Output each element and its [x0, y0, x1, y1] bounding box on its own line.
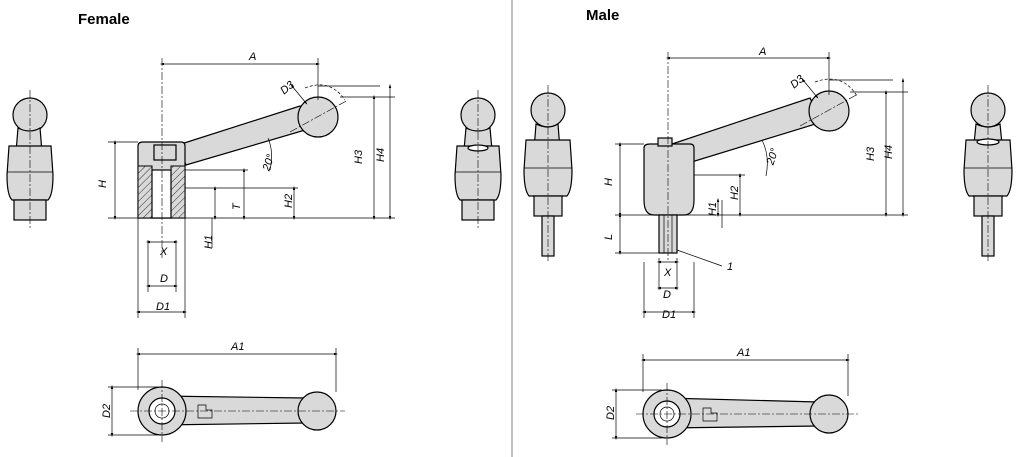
- female-panel: Female: [6, 11, 502, 442]
- male-label-D2: D2: [605, 406, 617, 420]
- male-label-H: H: [603, 178, 615, 186]
- female-label-D: D: [160, 273, 168, 285]
- female-label-H: H: [97, 180, 109, 188]
- male-top-view: A1 D2: [605, 347, 858, 445]
- male-label-D1: D1: [662, 309, 676, 321]
- female-label-H2: H2: [283, 194, 295, 208]
- male-label-angle: 20°: [764, 146, 781, 167]
- female-side-view-right: [454, 90, 502, 228]
- female-top-view: A1 D2: [101, 341, 345, 442]
- male-front-view: A D3 H3 H4 H H2 H1 L 20° X D D1 1: [603, 46, 908, 321]
- male-side-view-left: [523, 85, 573, 262]
- male-label-A: A: [758, 46, 766, 58]
- female-label-A: A: [248, 51, 256, 63]
- male-label-A1: A1: [736, 347, 750, 359]
- female-title: Female: [78, 11, 130, 28]
- male-label-D: D: [663, 289, 671, 301]
- male-label-H2: H2: [729, 186, 741, 200]
- female-label-H3: H3: [353, 149, 365, 164]
- female-label-D3: D3: [278, 78, 297, 97]
- female-label-angle: 20°: [260, 152, 277, 173]
- male-label-L: L: [603, 234, 615, 240]
- male-title: Male: [586, 7, 619, 24]
- male-label-H1: H1: [707, 202, 719, 216]
- female-front-view: A D3 H3 H4 H H2 T H1 20° X D D1: [97, 51, 395, 318]
- male-label-H3: H3: [865, 146, 877, 161]
- male-label-X: X: [663, 267, 672, 279]
- male-label-D3: D3: [788, 72, 807, 91]
- male-label-callout-1: 1: [727, 261, 733, 273]
- female-label-A1: A1: [230, 341, 244, 353]
- female-label-D2: D2: [101, 404, 113, 418]
- female-label-T: T: [231, 202, 243, 210]
- male-label-H4: H4: [883, 145, 895, 159]
- female-label-D1: D1: [156, 301, 170, 313]
- male-panel: Male: [523, 7, 1013, 445]
- male-side-view-right: [963, 85, 1013, 262]
- female-label-X: X: [159, 246, 168, 258]
- female-side-view-left: [6, 90, 54, 228]
- female-label-H1: H1: [203, 235, 215, 249]
- female-label-H4: H4: [375, 148, 387, 162]
